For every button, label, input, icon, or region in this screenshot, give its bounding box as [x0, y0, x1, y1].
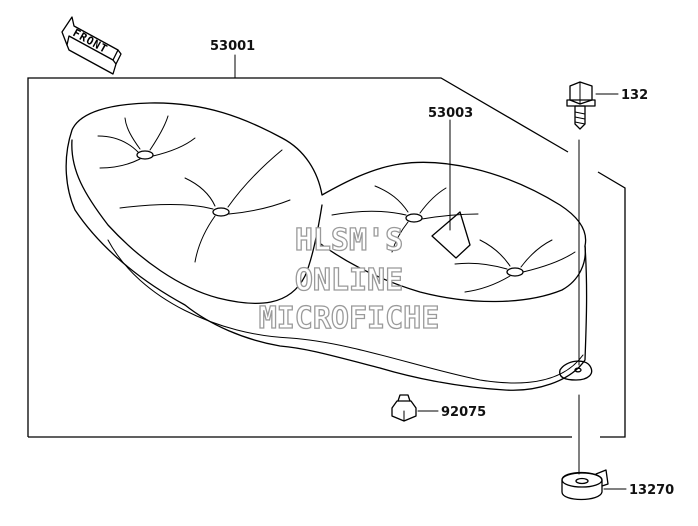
nut-92075 — [391, 394, 417, 422]
collar-13270 — [561, 469, 609, 501]
part-label-53003: 53003 — [428, 106, 473, 121]
watermark: HLSM'S ONLINE MICROFICHE — [258, 222, 440, 336]
front-seat-tufts — [97, 115, 291, 263]
part-label-53001: 53001 — [210, 39, 255, 54]
bolt-132 — [566, 81, 596, 130]
part-label-132: 132 — [621, 88, 648, 103]
front-arrow: FRONT — [61, 16, 122, 75]
watermark-line-1: HLSM'S — [295, 223, 403, 258]
part-label-92075: 92075 — [441, 405, 486, 420]
front-arrow-label: FRONT — [71, 26, 111, 56]
part-label-13270: 13270 — [629, 483, 674, 498]
watermark-line-3: MICROFICHE — [259, 301, 440, 336]
leader-lines — [234, 54, 627, 490]
watermark-line-2: ONLINE — [295, 263, 403, 298]
